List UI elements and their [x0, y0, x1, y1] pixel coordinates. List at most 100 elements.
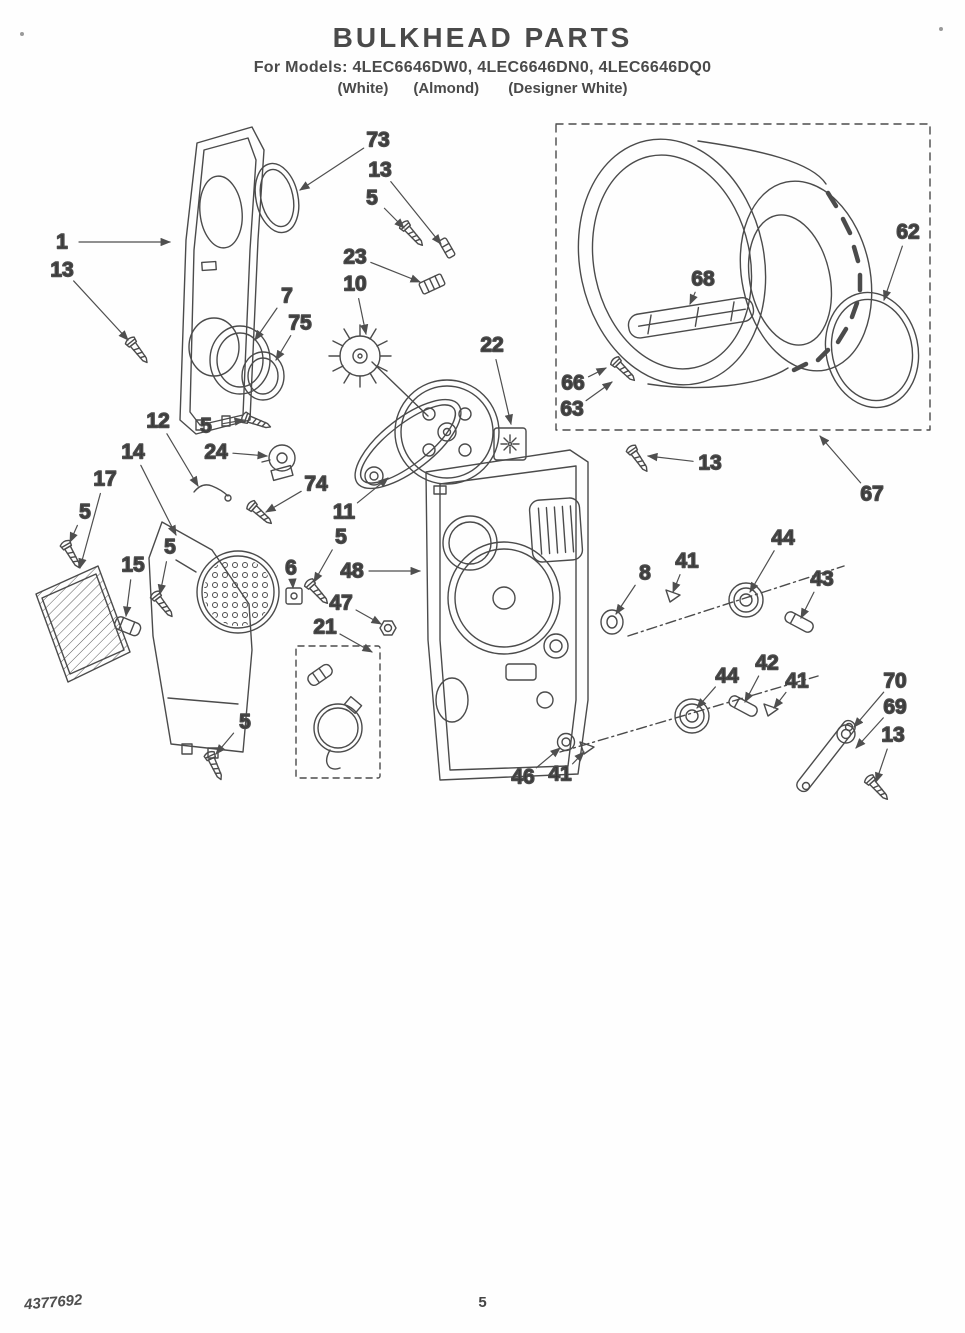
- dryer-drum: [577, 138, 873, 389]
- screw-5: [397, 218, 428, 250]
- part-callout-62: 62: [896, 221, 919, 244]
- callout-leader-73: [299, 147, 365, 191]
- part-callout-23: 23: [343, 246, 366, 269]
- part-7-ring: [209, 325, 271, 395]
- callout-leader-44: [696, 686, 716, 709]
- callout-leader-5: [222, 417, 246, 426]
- roller-axis-lines: [559, 565, 845, 753]
- callout-leader-lines: [69, 147, 903, 783]
- drum-rim-slots: [791, 190, 863, 373]
- part-callout-41: 41: [675, 550, 699, 573]
- callout-leader-41: [571, 751, 585, 765]
- callout-leader-47: [355, 609, 382, 625]
- callout-leader-5: [215, 732, 235, 755]
- part-callout-75: 75: [288, 312, 312, 335]
- part-callout-66: 66: [561, 372, 584, 395]
- callout-leader-8: [615, 584, 636, 615]
- callout-leader-14: [140, 464, 177, 536]
- part-75-ring: [241, 351, 285, 401]
- part-callout-8: 8: [639, 562, 651, 585]
- callout-leader-66: [587, 367, 607, 378]
- screw-5: [202, 749, 227, 783]
- callout-leader-68: [689, 291, 698, 305]
- part-callout-67: 67: [860, 483, 883, 506]
- callout-leader-17: [78, 492, 102, 570]
- part-callout-7: 7: [281, 285, 293, 308]
- part-44-roller: [674, 698, 710, 734]
- callout-leader-75: [275, 334, 292, 361]
- screw-13: [624, 442, 653, 476]
- callout-leader-46: [535, 747, 561, 769]
- screw-74: [244, 498, 276, 529]
- part-callout-43: 43: [810, 568, 833, 591]
- part-callout-21: 21: [313, 616, 337, 639]
- callout-leader-41: [773, 691, 787, 709]
- callout-leader-74: [265, 490, 302, 513]
- part-callout-63: 63: [560, 398, 583, 421]
- scan-mark-right: [939, 27, 943, 31]
- part-callout-17: 17: [93, 468, 116, 491]
- callout-leader-23: [370, 261, 421, 283]
- part-callout-74: 74: [304, 473, 328, 496]
- part-callout-12: 12: [146, 410, 169, 433]
- part-callout-14: 14: [121, 441, 145, 464]
- part-callout-1: 1: [56, 231, 68, 254]
- part-callout-46: 46: [511, 766, 534, 789]
- callout-leader-13: [646, 452, 694, 462]
- part-6-bracket: [285, 587, 303, 605]
- part-11-pulley-belt: [354, 361, 500, 490]
- callout-leader-42: [744, 675, 760, 703]
- part-callout-10: 10: [343, 273, 366, 296]
- callout-leader-5: [69, 524, 78, 543]
- part-68-front-seal: [627, 297, 755, 339]
- part-callout-15: 15: [121, 554, 145, 577]
- part-callout-13: 13: [368, 159, 391, 182]
- part-callout-44: 44: [771, 527, 795, 550]
- callout-leader-43: [800, 591, 815, 619]
- part-callout-5: 5: [200, 415, 212, 438]
- finishes-line: (White) (Almond) (Designer White): [337, 80, 628, 97]
- callout-leader-62: [883, 245, 903, 301]
- scan-mark-left: [20, 32, 24, 36]
- part-callout-11: 11: [333, 501, 356, 524]
- part-43-shaft: [784, 611, 814, 633]
- part-callout-5: 5: [335, 526, 347, 549]
- part-callout-42: 42: [755, 652, 778, 675]
- callout-leader-41: [672, 574, 681, 593]
- part-callout-5: 5: [366, 187, 378, 210]
- callout-leader-5: [383, 207, 405, 229]
- part-47-nut: [379, 620, 397, 636]
- part-callout-68: 68: [691, 268, 715, 291]
- part-22-thermostat: [493, 427, 527, 461]
- part-callout-13: 13: [698, 452, 721, 475]
- callout-leader-5: [157, 561, 168, 596]
- page-title: BULKHEAD PARTS: [332, 22, 633, 53]
- callout-leader-67: [819, 435, 862, 484]
- part-callout-24: 24: [204, 441, 228, 464]
- part-callout-69: 69: [883, 696, 906, 719]
- screw-5: [148, 588, 178, 621]
- part-callout-6: 6: [285, 557, 297, 580]
- part-13-clip: [438, 237, 456, 259]
- part-44-roller: [728, 582, 764, 618]
- part-15-element: [113, 616, 142, 637]
- callout-leader-12: [166, 433, 199, 487]
- callout-leader-24: [232, 451, 269, 460]
- part-62-drum-ring: [824, 291, 920, 409]
- page-header: BULKHEAD PARTS For Models: 4LEC6646DW0, …: [0, 22, 965, 97]
- page-number: 5: [478, 1294, 487, 1311]
- callout-leader-13: [875, 748, 888, 783]
- part-callout-48: 48: [340, 560, 364, 583]
- callout-leader-22: [495, 358, 513, 426]
- part-callout-44: 44: [715, 665, 739, 688]
- part-24-switch: [261, 444, 296, 482]
- part-48-front-panel: [425, 449, 589, 781]
- callout-leader-21: [339, 633, 373, 653]
- part-callout-22: 22: [480, 334, 503, 357]
- part-14-lint-duct: [148, 521, 280, 759]
- part-42-shaft: [728, 695, 758, 717]
- part-callout-41: 41: [548, 763, 572, 786]
